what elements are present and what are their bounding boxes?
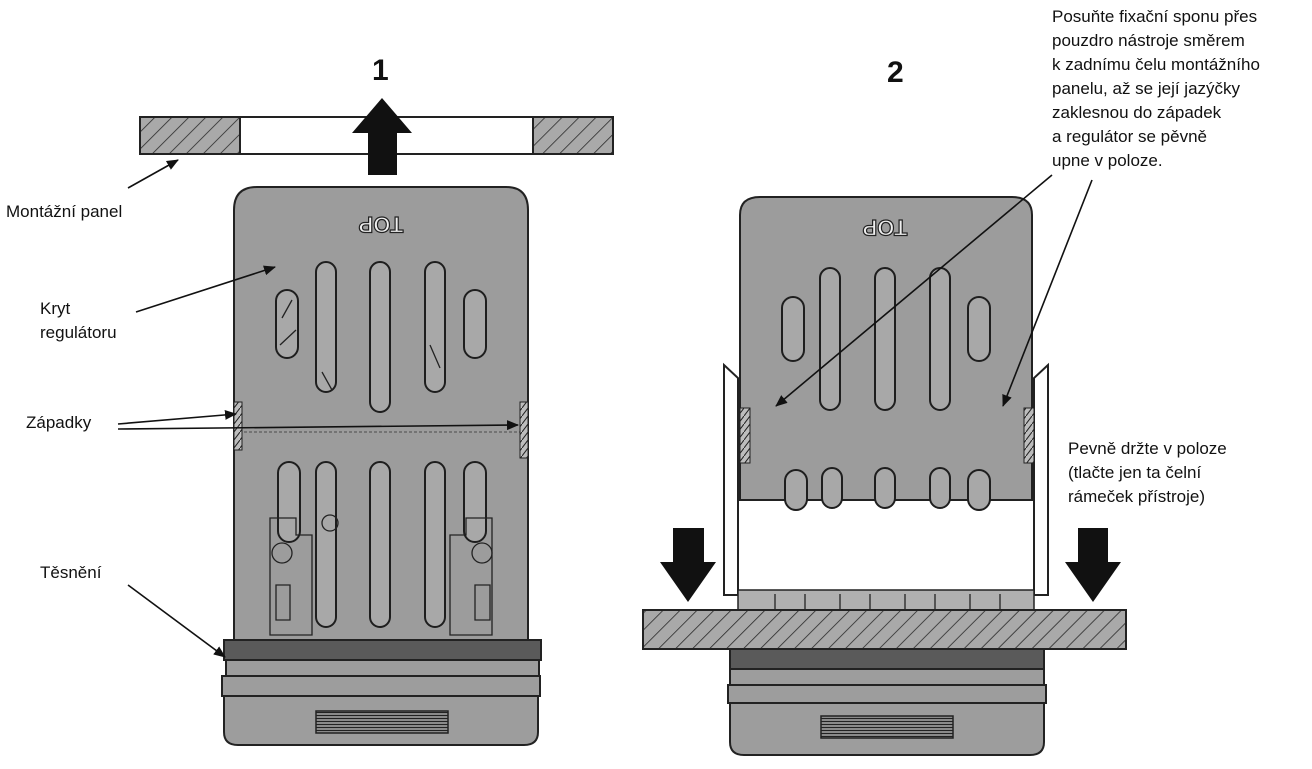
label-latches: Západky xyxy=(26,413,92,432)
label-cover-line2: regulátoru xyxy=(40,323,117,342)
latch-right xyxy=(519,401,529,459)
front-bezel xyxy=(221,639,542,746)
label-mounting-panel: Montážní panel xyxy=(6,202,122,221)
mounting-panel-section-2 xyxy=(642,609,1127,650)
step-number-1: 1 xyxy=(372,54,389,87)
leader-latch-right xyxy=(117,420,519,431)
svg-text:panelu, až se její jazýčky: panelu, až se její jazýčky xyxy=(1052,79,1241,98)
leader-clip-left xyxy=(775,174,1053,407)
up-arrow-icon xyxy=(352,98,412,175)
label-cover-line1: Kryt xyxy=(40,299,71,318)
svg-text:(tlačte jen ta čelní: (tlačte jen ta čelní xyxy=(1068,463,1202,482)
leader-mounting-panel xyxy=(127,159,179,189)
front-bezel-2 xyxy=(727,648,1047,756)
top-marking: TOP xyxy=(359,212,404,237)
down-arrow-icon xyxy=(660,528,716,602)
svg-text:a regulátor se pěvně: a regulátor se pěvně xyxy=(1052,127,1207,146)
down-arrow-icon-right xyxy=(1065,528,1121,602)
top-marking-2: TOP xyxy=(863,215,908,240)
instruction-text: Posuňte fixační sponu přes pouzdro nástr… xyxy=(1052,7,1260,170)
fixing-clip xyxy=(723,362,1049,596)
clip-base xyxy=(737,589,1035,613)
hold-text: Pevně držte v poloze (tlačte jen ta čeln… xyxy=(1068,439,1227,506)
controller-housing: TOP xyxy=(233,186,529,641)
svg-text:upne v poloze.: upne v poloze. xyxy=(1052,151,1163,170)
leader-clip-right xyxy=(1002,179,1093,407)
label-seal: Těsnění xyxy=(40,563,102,582)
front-vent xyxy=(315,710,449,734)
svg-text:rámeček přístroje): rámeček přístroje) xyxy=(1068,487,1205,506)
controller-housing-2: TOP xyxy=(739,196,1035,511)
latch-left xyxy=(233,401,243,451)
leader-latch-left xyxy=(117,409,237,425)
step-number-2: 2 xyxy=(887,56,904,89)
svg-text:pouzdro nástroje směrem: pouzdro nástroje směrem xyxy=(1052,31,1245,50)
leader-cover xyxy=(135,265,276,313)
svg-text:Pevně držte v poloze: Pevně držte v poloze xyxy=(1068,439,1227,458)
leader-seal xyxy=(127,584,226,658)
svg-text:k zadnímu čelu montážního: k zadnímu čelu montážního xyxy=(1052,55,1260,74)
svg-text:Posuňte fixační sponu přes: Posuňte fixační sponu přes xyxy=(1052,7,1257,26)
svg-text:zaklesnou do západek: zaklesnou do západek xyxy=(1052,103,1222,122)
